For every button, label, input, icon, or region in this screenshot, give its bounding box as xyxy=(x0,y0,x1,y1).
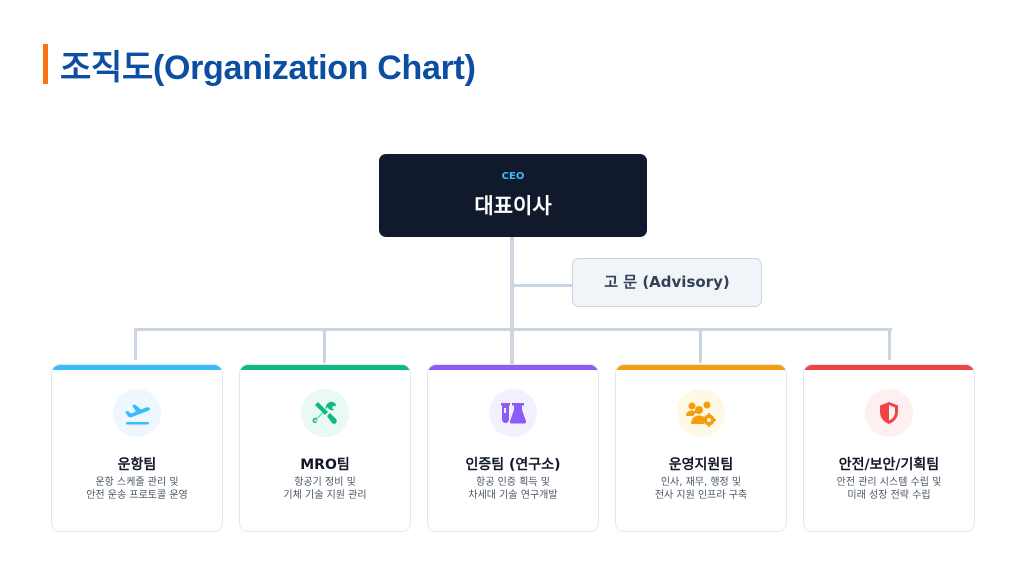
team-card-certification: 인증팀 (연구소) 항공 인증 획득 및 차세대 기술 연구개발 xyxy=(427,364,599,532)
card-accent-bar xyxy=(428,365,598,370)
page-title: 조직도(Organization Chart) xyxy=(60,49,476,87)
shield-icon xyxy=(880,402,898,424)
team-card-operations: 운항팀 운항 스케줄 관리 및 안전 운송 프로토콜 운영 xyxy=(51,364,223,532)
card-accent-bar xyxy=(52,365,222,370)
icon-circle xyxy=(301,389,349,437)
team-name: MRO팀 xyxy=(300,457,350,473)
connector-team-4 xyxy=(699,328,702,363)
team-card-safety-security-planning: 안전/보안/기획팀 안전 관리 시스템 수립 및 미래 성장 전략 수립 xyxy=(803,364,975,532)
team-name: 운항팀 xyxy=(117,457,157,473)
connector-ceo-trunk xyxy=(510,237,514,364)
advisory-node: 고 문 (Advisory) xyxy=(572,258,762,307)
ceo-title: 대표이사 xyxy=(474,194,552,218)
icon-circle xyxy=(113,389,161,437)
team-name: 운영지원팀 xyxy=(668,457,734,473)
team-description: 운항 스케줄 관리 및 안전 운송 프로토콜 운영 xyxy=(86,477,188,501)
team-card-mro: MRO팀 항공기 정비 및 기체 기술 지원 관리 xyxy=(239,364,411,532)
connector-team-1 xyxy=(134,328,137,360)
team-name: 안전/보안/기획팀 xyxy=(838,457,940,473)
team-name: 인증팀 (연구소) xyxy=(465,457,561,473)
icon-circle xyxy=(865,389,913,437)
ceo-role-label: CEO xyxy=(501,171,525,182)
team-description: 항공기 정비 및 기체 기술 지원 관리 xyxy=(283,477,367,501)
users-cog-icon xyxy=(686,401,716,427)
team-description: 항공 인증 획득 및 차세대 기술 연구개발 xyxy=(468,477,558,501)
title-accent-bar xyxy=(43,44,48,84)
airplane-departure-icon xyxy=(125,404,150,425)
connector-horizontal xyxy=(134,328,892,331)
team-description: 인사, 재무, 행정 및 전사 지원 인프라 구축 xyxy=(654,477,748,501)
connector-team-5 xyxy=(888,328,891,360)
icon-circle xyxy=(677,389,725,437)
icon-circle xyxy=(489,389,537,437)
connector-team-2 xyxy=(323,328,326,363)
card-accent-bar xyxy=(240,365,410,370)
team-card-operations-support: 운영지원팀 인사, 재무, 행정 및 전사 지원 인프라 구축 xyxy=(615,364,787,532)
connector-advisory xyxy=(512,284,573,287)
ceo-node: CEO 대표이사 xyxy=(379,154,647,237)
card-accent-bar xyxy=(804,365,974,370)
team-description: 안전 관리 시스템 수립 및 미래 성장 전략 수립 xyxy=(836,477,942,501)
flask-icon xyxy=(501,403,527,424)
tools-icon xyxy=(312,401,337,424)
card-accent-bar xyxy=(616,365,786,370)
